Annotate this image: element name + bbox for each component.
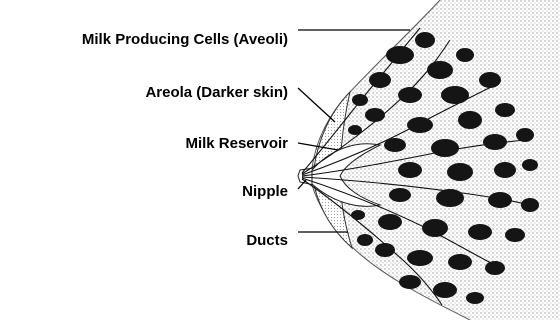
label-reservoir: Milk Reservoir — [185, 135, 288, 153]
label-nipple: Nipple — [242, 183, 288, 201]
label-areola: Areola (Darker skin) — [145, 84, 288, 102]
pointer-areola — [298, 88, 335, 122]
label-alveoli: Milk Producing Cells (Aveoli) — [82, 31, 288, 49]
label-ducts: Ducts — [246, 232, 288, 250]
